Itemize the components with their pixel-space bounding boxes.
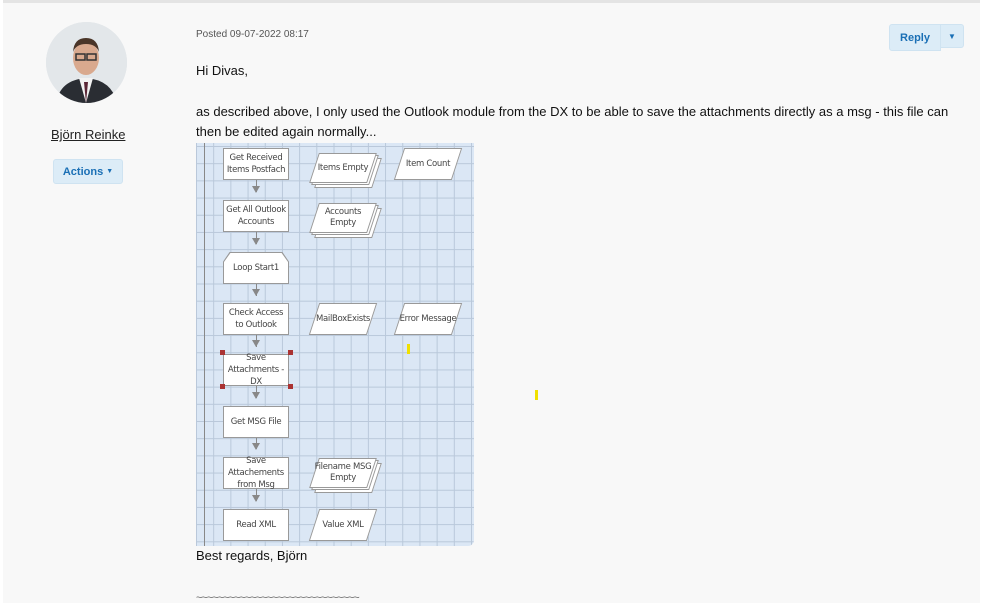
actions-button[interactable]: Actions▼ xyxy=(53,159,123,184)
reply-button[interactable]: Reply xyxy=(889,24,941,51)
body-line-1: as described above, I only used the Outl… xyxy=(196,104,949,119)
avatar[interactable] xyxy=(46,22,127,103)
greeting-text: Hi Divas, xyxy=(196,63,249,78)
highlight-marker xyxy=(407,344,410,354)
arrow-icon xyxy=(252,340,260,348)
arrow-icon xyxy=(252,392,260,400)
data-mailbox-exists: MailBoxExists xyxy=(308,303,378,335)
step-get-msg-file: Get MSG File xyxy=(223,406,289,438)
highlight-marker xyxy=(535,390,538,400)
step-loop-start: Loop Start1 xyxy=(223,252,289,284)
step-check-access: Check Access to Outlook xyxy=(223,303,289,335)
arrow-icon xyxy=(252,289,260,297)
posted-timestamp: Posted 09-07-2022 08:17 xyxy=(196,29,309,40)
step-get-all-outlook-accounts: Get All Outlook Accounts xyxy=(223,200,289,232)
data-value-xml: Value XML xyxy=(308,509,378,541)
step-read-xml: Read XML xyxy=(223,509,289,541)
author-name-link[interactable]: Björn Reinke xyxy=(51,127,126,142)
arrow-icon xyxy=(252,186,260,194)
body-line-2: then be edited again normally... xyxy=(196,124,377,139)
data-error-message: Error Message xyxy=(393,303,463,335)
loop-start-label: Loop Start1 xyxy=(224,253,288,283)
signature-separator: ~~~~~~~~~~~~~~~~~~~~~~~~~~~~~~ xyxy=(196,592,360,604)
arrow-icon xyxy=(252,238,260,246)
closing-text: Best regards, Björn xyxy=(196,548,308,563)
diagram-divider xyxy=(204,143,205,546)
reply-button-group: Reply ▼ xyxy=(889,24,964,51)
actions-label: Actions xyxy=(62,165,104,178)
step-get-received-items: Get Received Items Postfach xyxy=(223,148,289,180)
reply-dropdown-caret-icon[interactable]: ▼ xyxy=(941,24,964,48)
workflow-diagram-image: Get Received Items Postfach Get All Outl… xyxy=(196,143,474,546)
data-item-count: Item Count xyxy=(393,148,463,180)
arrow-icon xyxy=(252,495,260,503)
step-save-attachments-dx: Save Attachments - DX xyxy=(223,353,289,387)
post-card: Björn Reinke Actions▼ Posted 09-07-2022 … xyxy=(3,0,980,604)
data-items-empty: Items Empty xyxy=(309,153,382,188)
step-save-attachments-from-msg: Save Attachements from Msg xyxy=(223,456,289,490)
data-filename-msg-empty: Filename MSG Empty xyxy=(309,458,382,493)
data-accounts-empty: Accounts Empty xyxy=(309,203,382,238)
caret-down-icon: ▼ xyxy=(106,168,114,175)
arrow-icon xyxy=(252,443,260,451)
